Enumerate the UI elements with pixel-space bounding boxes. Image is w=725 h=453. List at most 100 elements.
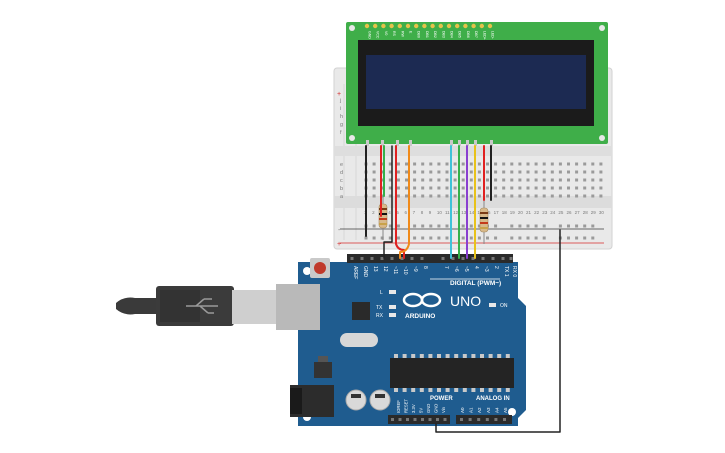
- power-pin[interactable]: [406, 418, 409, 421]
- rail-hole[interactable]: [469, 224, 473, 228]
- lcd-pin[interactable]: [389, 23, 394, 29]
- rail-hole[interactable]: [591, 224, 595, 228]
- breadboard-hole[interactable]: [372, 170, 376, 174]
- lcd-pin[interactable]: [414, 23, 419, 29]
- wires[interactable]: [365, 145, 561, 433]
- breadboard-hole[interactable]: [534, 178, 538, 182]
- breadboard-hole[interactable]: [526, 194, 530, 198]
- lcd-pin[interactable]: [446, 23, 452, 29]
- rail-hole[interactable]: [429, 236, 433, 240]
- power-pin[interactable]: [428, 418, 432, 421]
- breadboard-hole[interactable]: [486, 194, 489, 198]
- rail-hole[interactable]: [494, 224, 498, 228]
- rail-hole[interactable]: [396, 224, 400, 228]
- analog-pin[interactable]: [503, 418, 506, 421]
- breadboard-hole[interactable]: [591, 186, 595, 190]
- breadboard-hole[interactable]: [396, 170, 400, 174]
- rail-hole[interactable]: [542, 224, 546, 228]
- breadboard-hole[interactable]: [477, 178, 481, 182]
- breadboard-hole[interactable]: [453, 178, 457, 182]
- breadboard-hole[interactable]: [542, 194, 546, 198]
- breadboard-hole[interactable]: [396, 178, 400, 182]
- analog-pin[interactable]: [460, 418, 463, 421]
- rail-hole[interactable]: [583, 236, 587, 240]
- breadboard-hole[interactable]: [510, 178, 514, 182]
- breadboard-hole[interactable]: [437, 170, 441, 174]
- breadboard-hole[interactable]: [421, 186, 425, 190]
- breadboard-hole[interactable]: [583, 162, 587, 166]
- breadboard-hole[interactable]: [575, 178, 579, 182]
- breadboard-hole[interactable]: [558, 162, 562, 166]
- breadboard-hole[interactable]: [534, 186, 538, 190]
- breadboard-hole[interactable]: [518, 186, 522, 190]
- breadboard-hole[interactable]: [437, 186, 441, 190]
- breadboard-hole[interactable]: [510, 162, 514, 166]
- breadboard-hole[interactable]: [599, 186, 603, 190]
- rail-hole[interactable]: [558, 224, 562, 228]
- breadboard-hole[interactable]: [413, 162, 417, 166]
- header-pin[interactable]: [350, 257, 354, 260]
- rail-hole[interactable]: [494, 236, 498, 240]
- rail-hole[interactable]: [421, 224, 425, 228]
- rail-hole[interactable]: [413, 236, 417, 240]
- power-pin[interactable]: [398, 418, 402, 421]
- breadboard-hole[interactable]: [591, 170, 595, 174]
- breadboard-hole[interactable]: [445, 186, 449, 190]
- header-pin[interactable]: [390, 257, 394, 260]
- breadboard-hole[interactable]: [583, 186, 587, 190]
- breadboard-hole[interactable]: [494, 170, 498, 174]
- power-pin[interactable]: [443, 418, 447, 421]
- breadboard-hole[interactable]: [429, 162, 433, 166]
- lcd-pin[interactable]: [487, 23, 493, 29]
- rail-hole[interactable]: [413, 224, 417, 228]
- rail-hole[interactable]: [567, 224, 570, 228]
- power-pin[interactable]: [391, 418, 394, 421]
- breadboard-hole[interactable]: [469, 162, 473, 166]
- rail-hole[interactable]: [421, 236, 425, 240]
- breadboard-hole[interactable]: [526, 186, 530, 190]
- breadboard-hole[interactable]: [494, 186, 498, 190]
- breadboard-hole[interactable]: [421, 194, 425, 198]
- breadboard-hole[interactable]: [558, 178, 562, 182]
- breadboard-hole[interactable]: [567, 170, 570, 174]
- breadboard-hole[interactable]: [583, 178, 587, 182]
- power-pin[interactable]: [413, 418, 417, 421]
- breadboard-hole[interactable]: [445, 162, 449, 166]
- breadboard-hole[interactable]: [502, 170, 506, 174]
- breadboard-hole[interactable]: [534, 162, 538, 166]
- breadboard-hole[interactable]: [453, 194, 457, 198]
- lcd-pin[interactable]: [430, 23, 435, 29]
- rail-hole[interactable]: [575, 224, 579, 228]
- breadboard-hole[interactable]: [396, 162, 400, 166]
- breadboard-hole[interactable]: [575, 162, 579, 166]
- breadboard-hole[interactable]: [599, 194, 603, 198]
- rail-hole[interactable]: [591, 236, 595, 240]
- header-pin[interactable]: [380, 257, 384, 260]
- breadboard-hole[interactable]: [469, 170, 473, 174]
- rail-hole[interactable]: [461, 224, 465, 228]
- breadboard-hole[interactable]: [453, 186, 457, 190]
- breadboard-hole[interactable]: [510, 186, 514, 190]
- breadboard-hole[interactable]: [477, 170, 481, 174]
- rail-hole[interactable]: [388, 236, 392, 240]
- rail-hole[interactable]: [380, 236, 384, 240]
- rail-hole[interactable]: [510, 236, 514, 240]
- breadboard-hole[interactable]: [558, 170, 562, 174]
- breadboard-hole[interactable]: [469, 194, 473, 198]
- breadboard-hole[interactable]: [518, 162, 522, 166]
- breadboard-hole[interactable]: [461, 178, 465, 182]
- breadboard-hole[interactable]: [599, 170, 603, 174]
- rail-hole[interactable]: [534, 224, 538, 228]
- rail-hole[interactable]: [437, 236, 441, 240]
- analog-pin[interactable]: [477, 418, 481, 421]
- breadboard-hole[interactable]: [413, 194, 417, 198]
- breadboard-hole[interactable]: [477, 194, 481, 198]
- breadboard-hole[interactable]: [453, 162, 457, 166]
- breadboard-hole[interactable]: [591, 194, 595, 198]
- breadboard-hole[interactable]: [429, 194, 433, 198]
- breadboard-hole[interactable]: [542, 170, 546, 174]
- rail-hole[interactable]: [575, 236, 579, 240]
- header-pin[interactable]: [471, 257, 475, 260]
